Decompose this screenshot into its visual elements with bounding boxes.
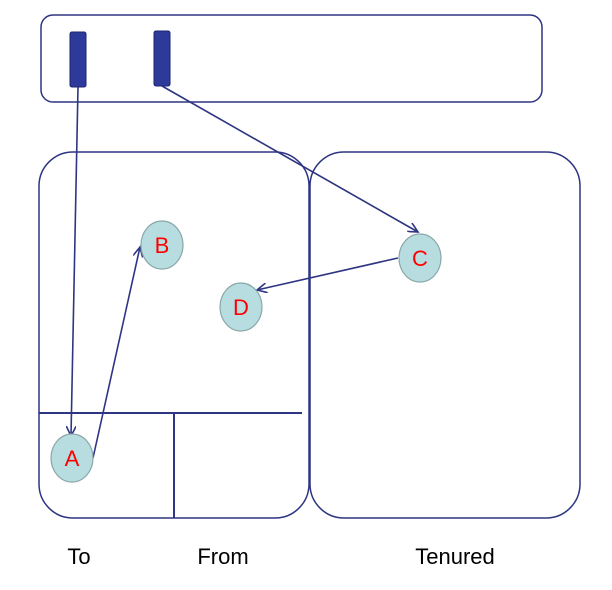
root-pointer-2: [153, 30, 171, 87]
root-set-box: [40, 14, 543, 103]
node-b: B: [140, 220, 184, 270]
node-d: D: [219, 282, 263, 332]
node-a-label: A: [65, 446, 80, 471]
node-d-label: D: [233, 295, 249, 320]
arrow-root-to-c: [161, 85, 418, 232]
node-a: A: [50, 433, 94, 483]
label-to: To: [67, 544, 90, 569]
root-pointer-1: [69, 31, 87, 88]
node-c: C: [398, 233, 442, 283]
node-c-label: C: [412, 246, 428, 271]
arrow-c-to-d: [257, 257, 399, 290]
arrow-a-to-b: [92, 247, 140, 459]
arrow-root-to-a: [71, 86, 79, 436]
tenured-generation-box: [309, 151, 581, 519]
label-tenured: Tenured: [415, 544, 495, 569]
node-b-label: B: [155, 233, 170, 258]
label-from: From: [197, 544, 248, 569]
